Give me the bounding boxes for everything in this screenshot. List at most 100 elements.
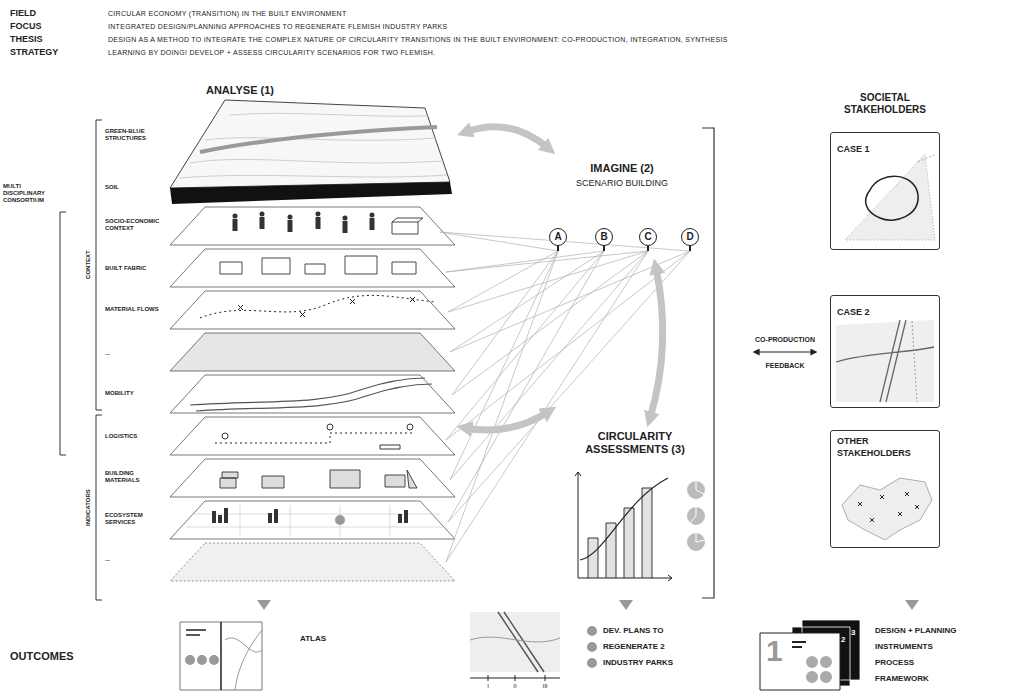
arrow-label: CO-PRODUCTION bbox=[755, 336, 815, 344]
document-number: 2 bbox=[841, 636, 845, 644]
document-lines bbox=[792, 642, 806, 647]
loop-arrow bbox=[466, 127, 548, 148]
scenario-circle: B bbox=[595, 228, 613, 246]
atlas-dots bbox=[185, 655, 219, 665]
section-title: ANALYSE (1) bbox=[206, 84, 274, 97]
process-bracket bbox=[702, 128, 714, 598]
layer-label: SOIL bbox=[105, 184, 167, 191]
flow-marks bbox=[238, 297, 415, 317]
indicator-grid bbox=[186, 505, 446, 537]
scenario-letter: B bbox=[600, 232, 607, 242]
chart-pies bbox=[687, 481, 705, 551]
header-value: INTEGRATED DESIGN/PLANNING APPROACHES TO… bbox=[108, 23, 447, 31]
atlas-lines bbox=[186, 622, 221, 690]
logistics-pins bbox=[222, 424, 413, 449]
header-key: THESIS bbox=[10, 34, 43, 45]
header-value: DESIGN AS A METHOD TO INTEGRATE THE COMP… bbox=[108, 36, 728, 44]
scenario-circle: D bbox=[681, 228, 699, 246]
scenario-circle: C bbox=[639, 228, 657, 246]
outcome-label: DESIGN + PLANNING INSTRUMENTS PROCESS FR… bbox=[875, 623, 970, 687]
material-flow-path bbox=[200, 295, 435, 318]
case-map-roads bbox=[836, 320, 934, 402]
loop-arrow bbox=[650, 268, 663, 418]
scenario-letter: C bbox=[644, 232, 651, 242]
box-title: CASE 1 bbox=[837, 144, 870, 156]
soil-slab bbox=[170, 182, 452, 204]
map-layer bbox=[170, 543, 455, 581]
header-key: FOCUS bbox=[10, 21, 42, 32]
box-title: OTHER STAKEHOLDERS bbox=[837, 436, 917, 459]
indicator-bars bbox=[212, 508, 408, 523]
scenario-circle: A bbox=[549, 228, 567, 246]
terrain-top bbox=[170, 100, 450, 188]
material-blocks bbox=[220, 470, 417, 488]
atlas-map bbox=[225, 630, 262, 690]
case-map bbox=[836, 320, 934, 402]
phase-number: II bbox=[513, 683, 516, 690]
layer-label: SOCIO-ECONOMIC CONTEXT bbox=[105, 218, 167, 232]
header-value: LEARNING BY DOING! DEVELOP + ASSESS CIRC… bbox=[108, 49, 435, 57]
layer-label: GREEN-BLUE STRUCTURES bbox=[105, 128, 167, 142]
header-value: CIRCULAR ECONOMY (TRANSITION) IN THE BUI… bbox=[108, 10, 347, 18]
chart-axes bbox=[575, 472, 672, 581]
loop-arrow bbox=[466, 412, 548, 430]
layer-label: LOGISTICS bbox=[105, 433, 167, 440]
logistics-route bbox=[215, 433, 415, 443]
case-map-line bbox=[912, 321, 917, 402]
consortium-bracket bbox=[60, 212, 66, 455]
layer-label: ... bbox=[105, 350, 167, 357]
section-title: SOCIETAL STAKEHOLDERS bbox=[830, 92, 940, 116]
plan-axis bbox=[470, 675, 560, 681]
bracket-label: INDICATORS bbox=[84, 490, 91, 527]
atlas-icon bbox=[180, 622, 262, 690]
layer-bracket bbox=[96, 120, 102, 600]
plan-line bbox=[470, 637, 560, 642]
map-layer bbox=[170, 333, 455, 371]
building-icons bbox=[220, 218, 423, 274]
map-layer bbox=[170, 207, 455, 539]
scenario-letter: D bbox=[686, 232, 693, 242]
stakeholder-box: OTHER STAKEHOLDERS bbox=[830, 430, 940, 548]
indicator-pie bbox=[335, 515, 345, 525]
outcome-triangles bbox=[257, 600, 919, 610]
header-key: FIELD bbox=[10, 8, 36, 19]
outcome-label: ATLAS bbox=[300, 634, 326, 644]
chart-bars bbox=[588, 488, 652, 578]
layer-label: BUILDING MATERIALS bbox=[105, 470, 167, 484]
phase-number: III bbox=[542, 683, 547, 690]
document-front bbox=[760, 633, 840, 690]
case-map-site bbox=[866, 176, 918, 220]
layer-label: ECOSYSTEM SERVICES bbox=[105, 512, 167, 526]
chart-curve bbox=[580, 478, 668, 560]
feedback-arrow bbox=[754, 351, 816, 352]
group-label: MULTI DISCIPLINARY CONSORTIUM bbox=[3, 183, 55, 205]
section-title: OUTCOMES bbox=[10, 650, 74, 663]
scenario-fan-lines bbox=[440, 232, 690, 562]
stakeholder-box: CASE 1 bbox=[830, 132, 940, 250]
scenario-letter: A bbox=[554, 232, 561, 242]
document-number: 1 bbox=[766, 636, 783, 666]
stakeholder-box: CASE 2 bbox=[830, 295, 940, 408]
region-map bbox=[842, 478, 932, 540]
stakeholder-marks bbox=[858, 492, 919, 522]
section-title: CIRCULARITY ASSESSMENTS (3) bbox=[560, 430, 710, 456]
case-map-line bbox=[918, 154, 936, 162]
case-map bbox=[845, 154, 935, 240]
box-title: CASE 2 bbox=[837, 307, 870, 319]
pie-dividers bbox=[690, 481, 705, 542]
plan-map bbox=[470, 612, 560, 672]
layer-label: BUILT FABRIC bbox=[105, 265, 167, 272]
scenario-pins bbox=[558, 246, 690, 251]
layer-label: ... bbox=[105, 556, 167, 563]
people-icons bbox=[233, 211, 375, 233]
layer-label: MOBILITY bbox=[105, 390, 167, 397]
document-dots bbox=[806, 656, 832, 683]
bracket-label: CONTEXT bbox=[84, 251, 91, 280]
section-title: IMAGINE (2) bbox=[590, 162, 654, 175]
header-key: STRATEGY bbox=[10, 47, 58, 58]
phase-number: I bbox=[487, 683, 489, 690]
contour-lines bbox=[180, 113, 447, 178]
layer-label: MATERIAL FLOWS bbox=[105, 306, 167, 313]
outcome-label: DEV. PLANS TO REGENERATE 2 INDUSTRY PARK… bbox=[603, 623, 691, 671]
